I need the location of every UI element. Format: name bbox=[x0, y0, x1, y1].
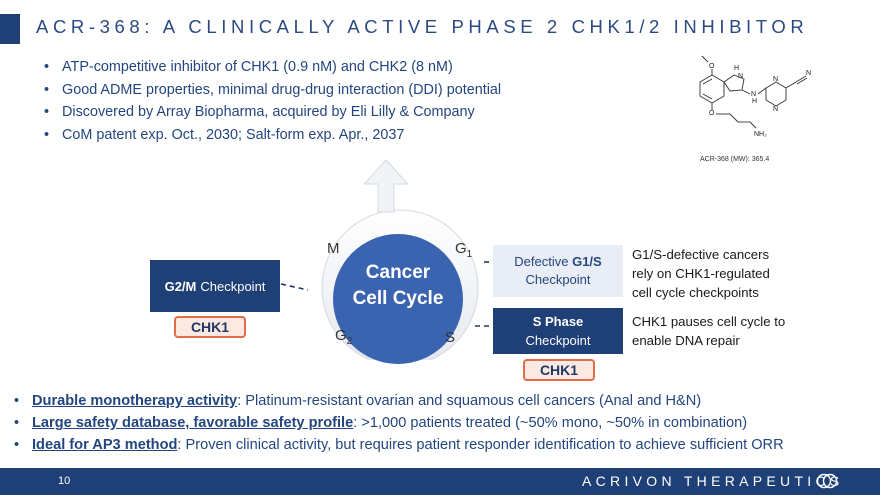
bottom-bullet-list: Durable monotherapy activity: Platinum-r… bbox=[12, 390, 784, 456]
sphase-explanation: CHK1 pauses cell cycle to enable DNA rep… bbox=[632, 314, 786, 348]
chemical-structure: O H N N N H N N O NH₂ bbox=[699, 55, 811, 138]
atom-label: O bbox=[709, 110, 715, 117]
phase-label-g2: G2 bbox=[335, 327, 353, 347]
title-accent-bar bbox=[0, 14, 20, 44]
cycle-center-label: Cancer Cell Cycle bbox=[352, 262, 444, 309]
phase-label-g1: G1 bbox=[455, 240, 473, 260]
page-number: 10 bbox=[58, 475, 71, 487]
phase-label-s: S bbox=[445, 329, 456, 346]
bullet-item: Good ADME properties, minimal drug-drug … bbox=[44, 79, 501, 102]
atom-label: O bbox=[709, 63, 715, 70]
bullet-item: Durable monotherapy activity: Platinum-r… bbox=[12, 390, 784, 412]
bullet-item: Large safety database, favorable safety … bbox=[12, 412, 784, 434]
g1s-checkpoint-box: Defective G1/S Checkpoint bbox=[493, 245, 623, 297]
chk1-tag-g2m: CHK1 bbox=[174, 316, 246, 338]
bullet-item: ATP-competitive inhibitor of CHK1 (0.9 n… bbox=[44, 56, 501, 79]
cycle-center-circle bbox=[333, 234, 463, 364]
company-logo-icon bbox=[816, 473, 838, 489]
sphase-checkpoint-box: S Phase Checkpoint bbox=[493, 308, 623, 354]
footer-bar bbox=[0, 468, 880, 495]
phase-label-m: M bbox=[327, 240, 340, 257]
molecule-caption: ACR-368 (MW): 365.4 bbox=[700, 156, 770, 163]
top-bullet-list: ATP-competitive inhibitor of CHK1 (0.9 n… bbox=[44, 56, 501, 146]
company-name: ACRIVON THERAPEUTICS bbox=[582, 473, 844, 489]
chk1-tag-sphase: CHK1 bbox=[523, 359, 595, 381]
atom-label: N bbox=[773, 106, 778, 113]
bullet-item: Discovered by Array Biopharma, acquired … bbox=[44, 101, 501, 124]
page-title: ACR-368: A CLINICALLY ACTIVE PHASE 2 CHK… bbox=[36, 16, 809, 37]
atom-label: N bbox=[773, 76, 778, 83]
bullet-item: CoM patent exp. Oct., 2030; Salt-form ex… bbox=[44, 124, 501, 147]
atom-label: H bbox=[752, 98, 757, 105]
atom-label: N bbox=[806, 70, 811, 77]
bullet-item: Ideal for AP3 method: Proven clinical ac… bbox=[12, 434, 784, 456]
atom-label: N bbox=[751, 91, 756, 98]
atom-label: H bbox=[734, 65, 739, 72]
atom-label: N bbox=[738, 73, 743, 80]
g1s-explanation: G1/S-defective cancers rely on CHK1-regu… bbox=[632, 247, 770, 300]
atom-label: NH₂ bbox=[754, 131, 767, 138]
